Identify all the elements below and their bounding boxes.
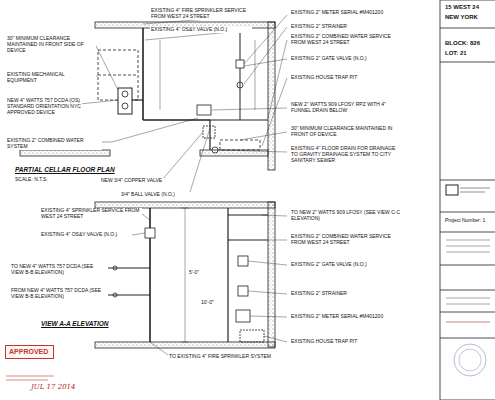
callout-note: EXISTING 4" SPRINKLER SERVICE FROM WEST …	[40, 208, 142, 220]
callout-note: NEW 2" WATTS 909 LFOSY RPZ WITH 4" FUNNE…	[290, 102, 392, 114]
view-title: PARTIAL CELLAR FLOOR PLAN	[14, 166, 116, 173]
callout-note: EXISTING 2" COMBINED WATER SERVICE FROM …	[290, 234, 402, 246]
callout-note: EXISTING 2" STRAINER	[290, 24, 348, 30]
scale-note: SCALE: N.T.S.	[14, 177, 49, 183]
callout-note: EXISTING 2" METER SERIAL #M401200	[290, 10, 407, 16]
callout-note: 30" MINIMUM CLEARANCE MAINTAINED IN FRON…	[290, 126, 402, 138]
callout-note: EXISTING 2" COMBINED WATER SERVICE FROM …	[290, 34, 402, 46]
dimension: 5'-0"	[188, 270, 200, 276]
title-block-text: Project Number: 1	[444, 218, 486, 224]
callout-note: 3/4" BALL VALVE (N.O.)	[120, 192, 176, 198]
stamp-date: JUL 17 2014	[30, 383, 77, 391]
callout-note: EXISTING 2" GATE VALVE (N.O.)	[290, 56, 368, 62]
callout-note: EXISTING HOUSE TRAP PIT	[290, 75, 358, 81]
callout-note: EXISTING 2" STRAINER	[290, 291, 348, 297]
callout-note: TO EXISTING 4" FIRE SPRINKLER SYSTEM	[168, 354, 272, 360]
callout-note: EXISTING HOUSE TRAP PIT	[290, 339, 358, 345]
stamp-text: APPROVED	[9, 348, 50, 356]
callout-note: EXISTING 4" FIRE SPRINKLER SERVICE FROM …	[150, 8, 262, 20]
callout-note: NEW 4" WATTS 757 DCDA (OS) STANDARD ORIE…	[6, 98, 82, 115]
title-block-text: NEW YORK	[444, 14, 479, 21]
title-block-text: BLOCK: 826	[444, 40, 481, 47]
callout-note: EXISTING 2" COMBINED WATER SYSTEM	[6, 138, 102, 150]
callout-note: EXISTING 4" OS&Y VALVE (N.O.)	[40, 232, 118, 238]
callout-note: FROM NEW 4" WATTS 757 DCDA (SEE VIEW B-B…	[10, 288, 107, 300]
callout-note: 30" MINIMUM CLEARANCE MAINTAINED IN FRON…	[6, 36, 96, 53]
callout-note: EXISTING MECHANICAL EQUIPMENT	[6, 72, 96, 84]
callout-note: EXISTING 4" OS&Y VALVE (N.O.)	[150, 27, 252, 33]
title-block-text: 15 WEST 24	[444, 4, 480, 11]
callout-note: TO NEW 2" WATTS 909 LFOSY (SEE VIEW C-C …	[290, 210, 402, 222]
callout-note: TO NEW 4" WATTS 757 DCDA (SEE VIEW B-B E…	[10, 264, 107, 276]
title-block-text: LOT: 21	[444, 50, 468, 57]
view-title: VIEW A-A ELEVATION	[40, 320, 110, 327]
callout-note: EXISTING 2" GATE VALVE (N.O.)	[290, 262, 368, 268]
dimension: 10'-0"	[200, 300, 215, 306]
callout-note: EXISTING 2" METER SERIAL #M401200	[290, 314, 384, 320]
callout-note: EXISTING 4" FLOOR DRAIN FOR DRAINAGE TO …	[290, 146, 402, 163]
callout-note: NEW 3/4" COPPER VALVE	[100, 178, 164, 184]
approval-stamp: APPROVED	[5, 345, 54, 359]
